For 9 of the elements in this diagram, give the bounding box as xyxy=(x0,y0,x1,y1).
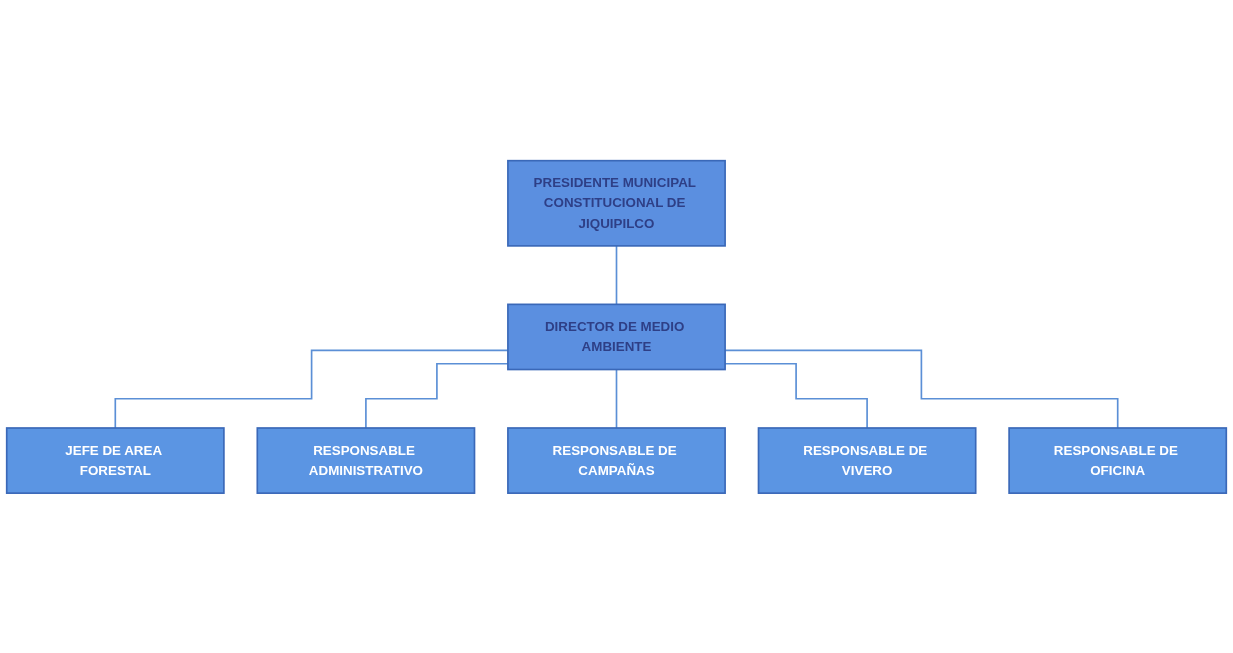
node-box: JEFE DE AREA FORESTAL xyxy=(5,426,225,494)
node-box: RESPONSABLE DE VIVERO xyxy=(757,426,977,494)
node-box: RESPONSABLE DE CAMPAÑAS xyxy=(507,426,726,494)
node-box: RESPONSABLE DE OFICINA xyxy=(1008,426,1228,494)
node-box: PRESIDENTE MUNICIPAL CONSTITUCIONAL DE JIQUIPILCO xyxy=(507,159,726,247)
connector xyxy=(615,244,618,305)
connector xyxy=(615,368,618,429)
node-box: DIRECTOR DE MEDIO AMBIENTE xyxy=(507,303,726,370)
node-box: RESPONSABLE ADMINISTRATIVO xyxy=(256,426,476,494)
